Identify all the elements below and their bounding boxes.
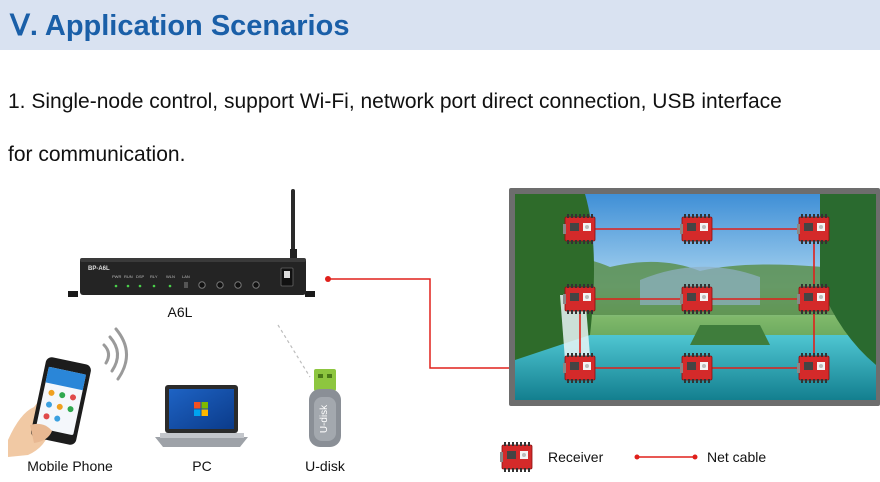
legend: Receiver Net cable [499,441,766,473]
section-header: Ⅴ. Application Scenarios [0,0,880,50]
svg-text:PWR: PWR [112,274,121,279]
svg-text:LAN: LAN [182,274,190,279]
paragraph-line-1: 1. Single-node control, support Wi-Fi, n… [8,90,782,113]
mobile-phone-icon [8,357,91,457]
legend-receiver-icon [499,441,533,473]
legend-cable-label: Net cable [707,449,766,465]
svg-text:RLY: RLY [150,274,158,279]
udisk-icon: U-disk [309,369,341,447]
udisk-stick-text: U-disk [319,404,330,433]
udisk-link [277,324,311,378]
paragraph-line-2: for communication. [8,143,186,166]
pc-label: PC [192,458,211,474]
net-cable-main [328,278,560,369]
svg-text:WLN: WLN [166,274,175,279]
mobile-phone-label: Mobile Phone [27,458,113,474]
legend-receiver-label: Receiver [548,449,604,465]
controller-label: A6L [168,304,193,320]
cable-endpoint [325,276,331,282]
section-title: Ⅴ. Application Scenarios [10,10,350,42]
wifi-icon [102,327,128,381]
svg-text:DSP: DSP [136,274,145,279]
controller-model: BP-A6L [88,266,110,272]
svg-text:RUN: RUN [124,274,133,279]
udisk-label: U-disk [305,458,346,474]
laptop-icon [155,385,248,447]
